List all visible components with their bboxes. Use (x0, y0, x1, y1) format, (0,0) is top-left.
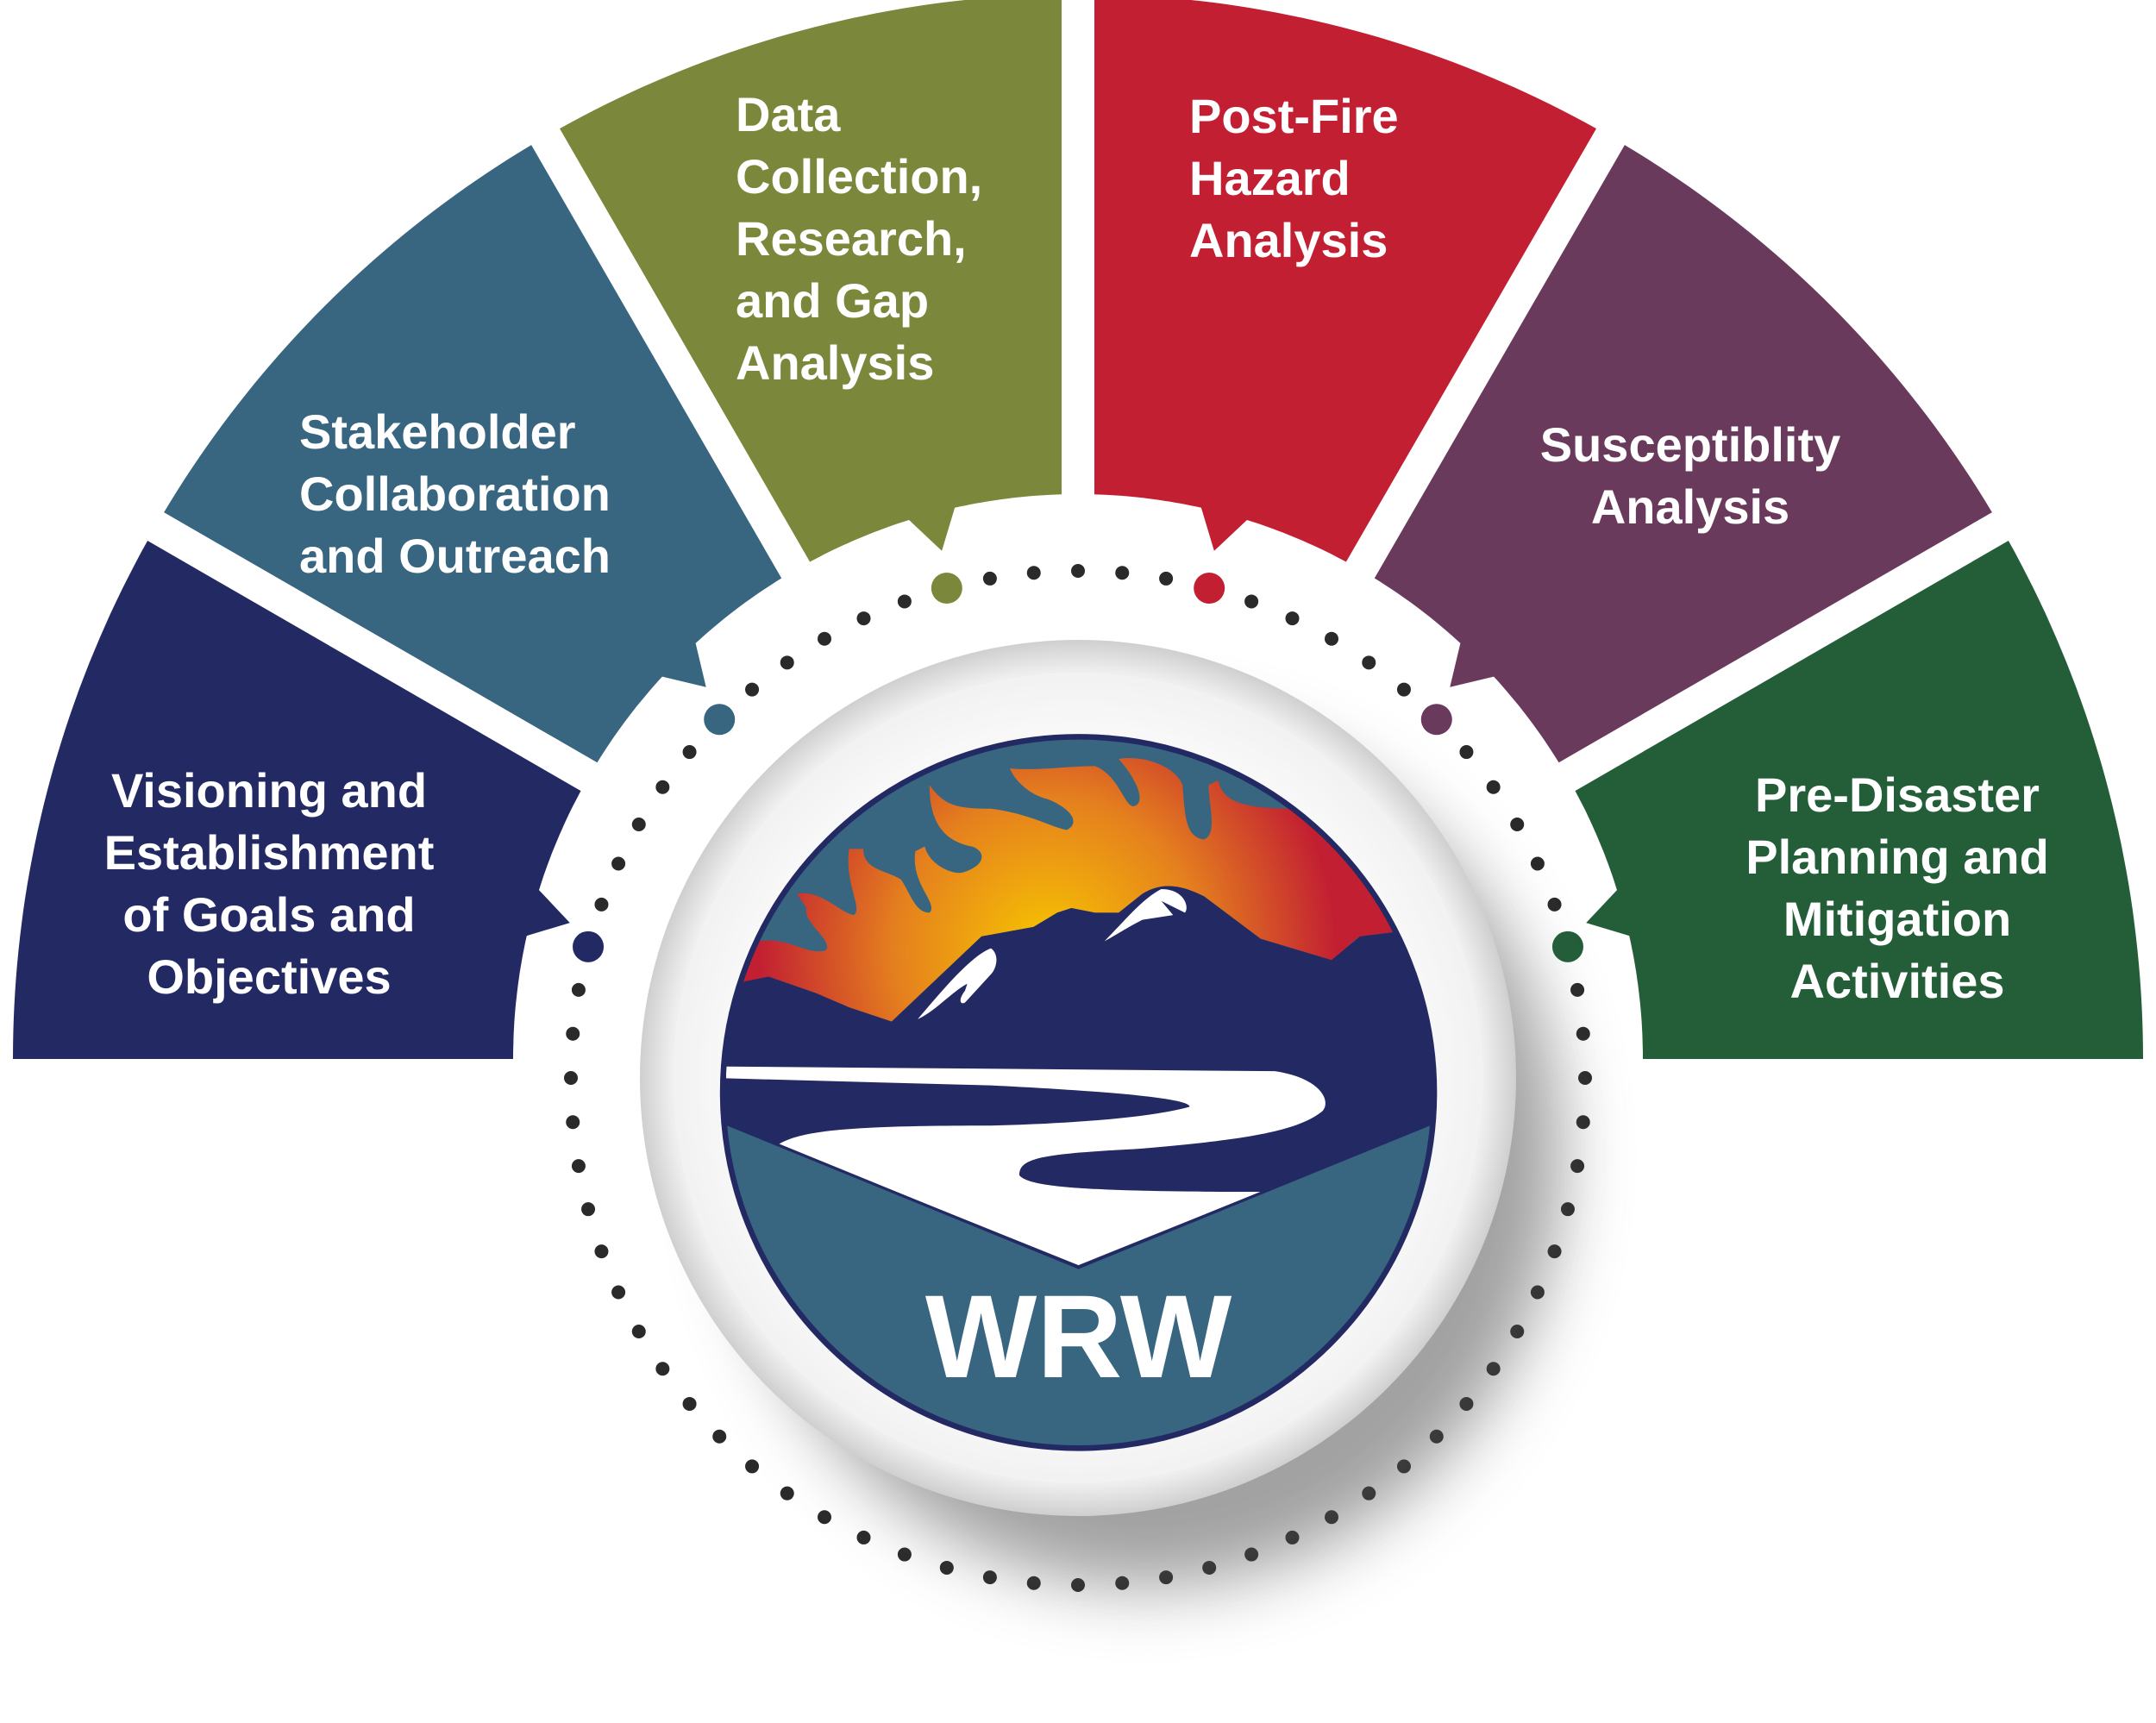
ring-dot (1244, 594, 1259, 609)
ring-dot (1396, 682, 1411, 697)
segment-post-fire (1094, 0, 1596, 562)
ring-dot (1459, 745, 1474, 760)
ring-dot (982, 1570, 997, 1585)
segment-label-stakeholder: and Outreach (299, 529, 611, 583)
ring-dot (581, 1202, 596, 1217)
segment-label-pre-disaster: Planning and (1745, 830, 2049, 884)
segment-susceptibility (1374, 145, 1992, 763)
logo-fire (740, 757, 1396, 1022)
logo-river (725, 1066, 1326, 1266)
ring-dot (594, 1244, 609, 1259)
ring-dot (745, 1459, 760, 1474)
ring-dot (1362, 655, 1376, 670)
segment-label-stakeholder: Collaboration (299, 467, 611, 521)
ring-dot (1570, 982, 1585, 997)
ring-dot (594, 897, 609, 912)
segment-label-data-collection: Collection, (736, 149, 982, 204)
logo-snowcap-right (1104, 889, 1187, 942)
ring-dot (745, 682, 760, 697)
ring-dot (818, 631, 831, 646)
ring-dot (712, 1429, 727, 1444)
segment-label-visioning: Establishment (104, 825, 435, 880)
segment-pre-disaster (1575, 541, 2143, 1059)
ring-dot (566, 1026, 580, 1041)
segment-data-collection (560, 0, 1062, 562)
segment-label-data-collection: and Gap (736, 273, 929, 328)
ring-dot (566, 1115, 580, 1130)
ring-dot (818, 1510, 831, 1525)
ring-dot (939, 1560, 954, 1575)
ring-dot (1560, 1202, 1575, 1217)
ring-dot (1547, 897, 1562, 912)
center-badge: WRW (640, 640, 1561, 1587)
ring-dot (1510, 818, 1525, 831)
ring-dot (1026, 566, 1041, 580)
segment-dot-post-fire (1194, 573, 1225, 605)
ring-dot (1285, 611, 1300, 626)
ring-dot (1530, 856, 1545, 871)
ring-dot (631, 1325, 646, 1338)
segment-label-pre-disaster: Pre-Disaster (1755, 768, 2040, 822)
segment-label-post-fire: Analysis (1189, 213, 1388, 267)
segment-label-post-fire: Post-Fire (1189, 89, 1399, 143)
segment-stakeholder (164, 145, 782, 763)
segment-label-pre-disaster: Mitigation (1783, 892, 2011, 946)
segment-label-data-collection: Analysis (736, 335, 934, 390)
segment-label-post-fire: Hazard (1189, 151, 1351, 205)
logo-border (719, 734, 1438, 1451)
ring-dot (780, 655, 794, 670)
ring-dot (631, 818, 646, 831)
segment-label-visioning: of Goals and (122, 887, 415, 942)
ring-dot (682, 745, 697, 760)
segment-label-visioning: Visioning and (111, 763, 427, 818)
ring-dot (571, 982, 586, 997)
ring-dot (655, 1362, 670, 1376)
ring-dot (611, 856, 626, 871)
ring-dot (982, 571, 997, 586)
segment-dot-stakeholder (704, 704, 736, 736)
logo-snowcap-left (918, 948, 997, 1019)
segment-dot-visioning (573, 930, 605, 962)
ring-dot (1576, 1115, 1590, 1130)
segments-layer (13, 0, 2143, 1059)
segment-dot-susceptibility (1420, 704, 1452, 736)
segment-label-data-collection: Research, (736, 211, 967, 266)
ring-dot (1486, 780, 1501, 794)
logo-wrw-text: WRW (925, 1271, 1232, 1403)
ring-dot (682, 1396, 697, 1411)
segment-label-visioning: Objectives (147, 949, 391, 1004)
ring-dot (571, 1159, 586, 1174)
ring-dot (856, 611, 871, 626)
segment-label-susceptibility: Susceptiblity (1540, 417, 1841, 472)
ring-dot (655, 780, 670, 794)
wrw-logo: WRW (719, 734, 1438, 1451)
segment-label-pre-disaster: Activities (1790, 954, 2005, 1008)
ring-dot (856, 1530, 871, 1544)
ring-dot (1071, 1578, 1085, 1592)
segment-label-stakeholder: Stakeholder (299, 404, 576, 459)
ring-dot (1578, 1071, 1592, 1085)
ring-dot (780, 1486, 794, 1501)
ring-dot (1570, 1159, 1585, 1174)
segment-dot-data-collection (931, 573, 962, 605)
ring-dot (564, 1071, 578, 1085)
segment-label-susceptibility: Analysis (1591, 479, 1789, 534)
ring-dot (611, 1285, 626, 1300)
ring-dot (1576, 1026, 1590, 1041)
segment-dot-pre-disaster (1551, 930, 1583, 962)
ring-dot (897, 594, 912, 609)
ring-dot (1115, 566, 1130, 580)
ring-dot (897, 1547, 912, 1562)
ring-dot (1325, 631, 1338, 646)
ring-dot (1071, 564, 1085, 578)
ring-dot (1159, 571, 1174, 586)
ring-dot (1026, 1576, 1041, 1590)
segment-label-data-collection: Data (736, 87, 841, 141)
segment-visioning (13, 541, 581, 1059)
